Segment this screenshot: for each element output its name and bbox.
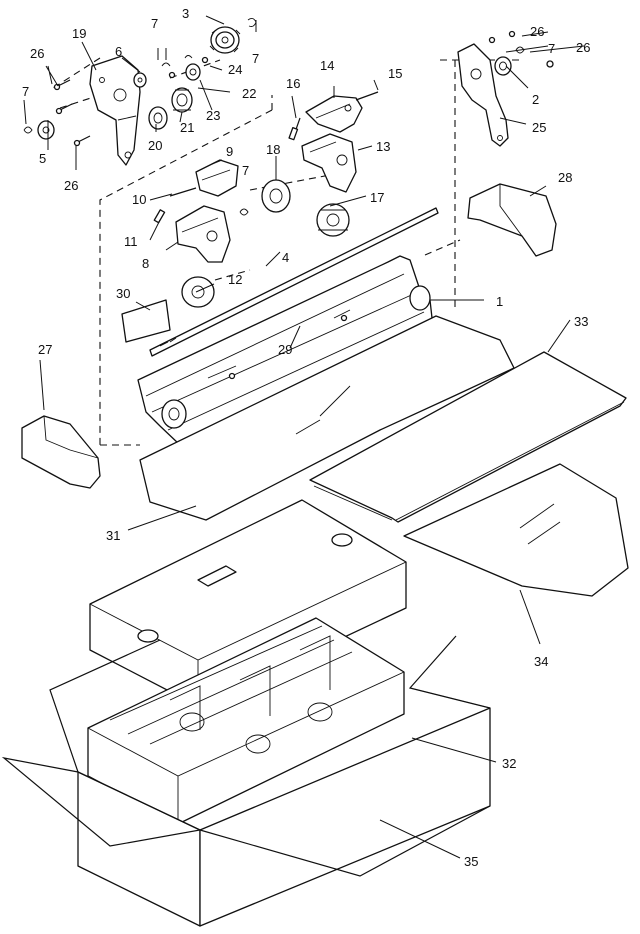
callout-20: 20 — [148, 138, 162, 153]
callout-28: 28 — [558, 170, 572, 185]
callout-12: 12 — [228, 272, 242, 287]
callout-22: 22 — [242, 86, 256, 101]
foam-lid — [89, 499, 407, 707]
bag-31 — [139, 315, 515, 521]
right-side-plate — [457, 43, 509, 147]
callout-26c: 26 — [530, 24, 544, 39]
callout-27: 27 — [38, 342, 52, 357]
pin-15 — [355, 91, 379, 101]
callout-34: 34 — [534, 654, 548, 669]
callout-31: 31 — [106, 528, 120, 543]
callout-33: 33 — [574, 314, 588, 329]
end-cover-28 — [467, 183, 557, 257]
callout-7b: 7 — [252, 51, 259, 66]
gear-12 — [181, 276, 215, 308]
callout-26d: 26 — [576, 40, 590, 55]
platen-frame-1 — [137, 255, 433, 446]
callout-30: 30 — [116, 286, 130, 301]
gear-20 — [148, 106, 168, 130]
gear-21 — [171, 87, 193, 113]
leader-lines — [23, 15, 585, 859]
callout-11: 11 — [124, 234, 138, 249]
callout-15: 15 — [388, 66, 402, 81]
callout-26a: 26 — [30, 46, 44, 61]
carton-35 — [1, 635, 491, 927]
bracket-13 — [301, 133, 357, 193]
bracket-8 — [175, 205, 231, 263]
callout-3: 3 — [182, 6, 189, 21]
callout-7e: 7 — [548, 41, 555, 56]
label-30 — [121, 299, 171, 343]
callout-7a: 7 — [151, 16, 158, 31]
holder-9 — [195, 159, 239, 197]
left-side-plate — [89, 55, 141, 166]
callout-2: 2 — [532, 92, 539, 107]
callout-7c: 7 — [22, 84, 29, 99]
callout-10: 10 — [132, 192, 146, 207]
callout-26b: 26 — [64, 178, 78, 193]
callout-32: 32 — [502, 756, 516, 771]
gear-18 — [261, 179, 291, 213]
callout-1: 1 — [496, 294, 503, 309]
gear-17 — [316, 203, 350, 237]
callout-6: 6 — [115, 44, 122, 59]
callout-19: 19 — [72, 26, 86, 41]
callout-35: 35 — [464, 854, 478, 869]
callout-21: 21 — [180, 120, 194, 135]
callout-16: 16 — [286, 76, 300, 91]
bag-34 — [403, 463, 629, 597]
callout-13: 13 — [376, 139, 390, 154]
callout-4: 4 — [282, 250, 289, 265]
shaft-4 — [149, 207, 439, 357]
paper-tray-33 — [309, 351, 627, 523]
gear-3 — [209, 26, 241, 54]
callout-9: 9 — [226, 144, 233, 159]
callout-8: 8 — [142, 256, 149, 271]
gear-22 — [185, 63, 201, 81]
foam-base-32 — [87, 617, 405, 825]
callout-labels: 1 2 3 4 5 6 7 7 7 7 7 8 9 10 11 12 13 14… — [22, 6, 590, 869]
holder-14 — [305, 95, 363, 133]
callout-7d: 7 — [242, 163, 249, 178]
callout-5: 5 — [39, 151, 46, 166]
gear-2 — [494, 56, 512, 76]
callout-14: 14 — [320, 58, 334, 73]
spring-10 — [169, 187, 197, 197]
callout-29: 29 — [278, 342, 292, 357]
pin-11 — [153, 209, 166, 224]
end-cover-27 — [21, 415, 101, 489]
bearing-5 — [37, 120, 55, 140]
callout-25: 25 — [532, 120, 546, 135]
screws-26-right — [488, 30, 554, 68]
pin-16 — [288, 117, 301, 141]
callout-24: 24 — [228, 62, 242, 77]
callout-18: 18 — [266, 142, 280, 157]
callout-23: 23 — [206, 108, 220, 123]
washer-6 — [133, 72, 147, 88]
callout-17: 17 — [370, 190, 384, 205]
